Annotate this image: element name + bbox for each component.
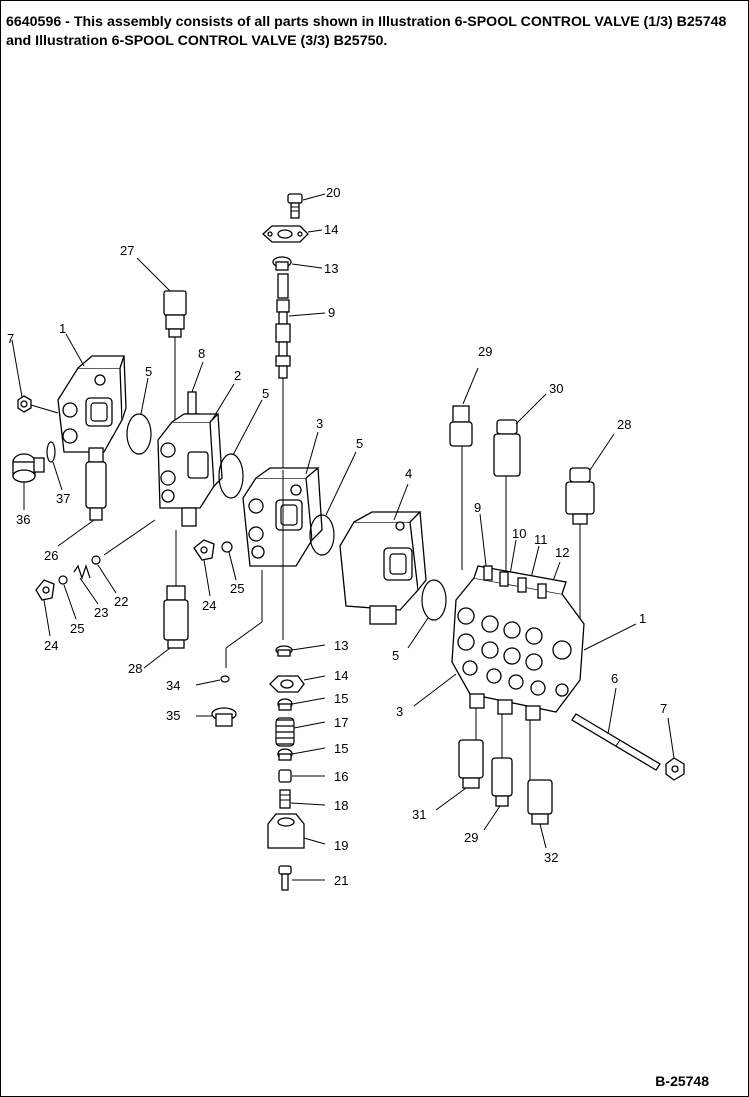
callout-28: 28 [617,417,631,432]
callout-16: 16 [334,769,348,784]
callout-30: 30 [549,381,563,396]
callout-3: 3 [316,416,323,431]
callout-25: 25 [230,581,244,596]
callout-8: 8 [198,346,205,361]
part-24-plug [35,579,55,601]
part-16-stopper [278,769,292,783]
callout-5: 5 [356,436,363,451]
part-24-plug [193,539,215,561]
callout-3: 3 [396,704,403,719]
part-25-oring [221,541,233,553]
part-17-spring [275,717,295,747]
part-15-retainer [277,698,293,711]
callout-2: 2 [234,368,241,383]
part-9-spool [275,273,291,379]
callout-9: 9 [328,305,335,320]
part-4-end-cover [339,511,427,625]
page-title: 6640596 - This assembly consists of all … [6,14,727,49]
callout-36: 36 [16,512,30,527]
part-27-cartridge [163,290,187,338]
callout-14: 14 [324,222,338,237]
part-31-cartridge [458,739,484,789]
part-29-cartridge [449,405,473,447]
callout-13: 13 [324,261,338,276]
callout-35: 35 [166,708,180,723]
callout-17: 17 [334,715,348,730]
callout-25: 25 [70,621,84,636]
callout-11: 11 [534,532,548,547]
callout-28: 28 [128,661,142,676]
part-3-valve-section [242,467,323,567]
callout-4: 4 [405,466,412,481]
callout-9: 9 [474,500,481,515]
callout-23: 23 [94,605,108,620]
part-29-cartridge [491,757,513,807]
callout-5: 5 [145,364,152,379]
part-28-cartridge [565,467,595,525]
part-5-oring [126,413,152,455]
callout-26: 26 [44,548,58,563]
callout-6: 6 [611,671,618,686]
callout-14: 14 [334,668,348,683]
part-20-bolt [287,193,303,219]
callout-18: 18 [334,798,348,813]
part-30-cartridge [493,419,521,477]
part-19-cap [267,813,305,849]
callout-5: 5 [392,648,399,663]
part-5-oring [218,453,244,499]
part-28-cartridge [163,585,189,649]
callout-22: 22 [114,594,128,609]
part-14-flange [262,225,309,243]
part-36-plug [12,453,45,483]
part-14-flange [269,675,305,693]
callout-24: 24 [44,638,58,653]
part-35-plug [211,707,237,727]
callout-5: 5 [262,386,269,401]
part-25-oring [58,575,68,585]
callout-12: 12 [555,545,569,560]
part-7-nut [665,757,685,781]
callout-34: 34 [166,678,180,693]
part-5-oring [309,514,335,556]
callout-20: 20 [326,185,340,200]
part-13-seal [275,645,293,657]
part-15-retainer [277,748,293,761]
part-23-spring [73,564,91,580]
callout-32: 32 [544,850,558,865]
part-22-oring [91,555,101,565]
callout-29: 29 [478,344,492,359]
part-5-oring [421,579,447,621]
part-18-bolt [279,789,291,809]
callout-13: 13 [334,638,348,653]
part-1-valve-block [451,565,585,721]
part-21-bolt [278,865,292,891]
figure-reference: B-25748 [655,1073,709,1089]
callout-15: 15 [334,691,348,706]
part-6-stud [571,713,661,771]
callout-24: 24 [202,598,216,613]
callout-27: 27 [120,243,134,258]
part-13-seal [272,256,292,271]
callout-7: 7 [7,331,14,346]
part-37-washer [46,441,56,463]
part-34-oring [220,675,230,683]
part-2-valve-section [157,413,223,527]
callout-10: 10 [512,526,526,541]
callout-19: 19 [334,838,348,853]
callout-29: 29 [464,830,478,845]
callout-21: 21 [334,873,348,888]
callout-7: 7 [660,701,667,716]
part-7-nut [17,395,32,413]
part-32-cartridge [527,779,553,825]
part-1-end-cover-left [57,355,127,453]
callout-15: 15 [334,741,348,756]
callout-1: 1 [639,611,646,626]
part-26-cartridge [85,447,107,521]
callout-1: 1 [59,321,66,336]
callout-37: 37 [56,491,70,506]
callout-31: 31 [412,807,426,822]
